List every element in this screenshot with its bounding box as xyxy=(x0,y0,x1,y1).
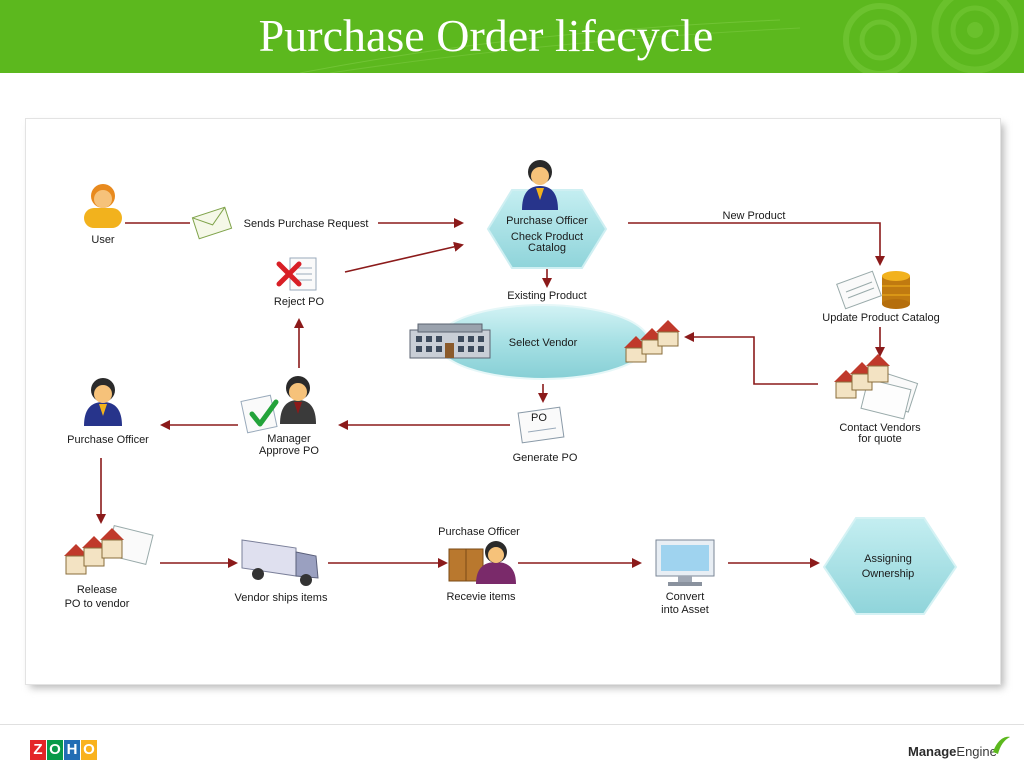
truck-icon xyxy=(241,539,319,586)
arrow-reject-to-officer xyxy=(344,241,464,273)
label-convert-line1: Convert xyxy=(666,591,705,603)
title-banner: Purchase Order lifecycle xyxy=(0,0,1024,73)
arrow-contact-to-vendor xyxy=(684,332,818,385)
receiving-officer-icon xyxy=(476,541,516,584)
label-manager-line2: Approve PO xyxy=(259,445,319,457)
label-assigning-line1: Assigning xyxy=(864,553,912,565)
brand-bold: Manage xyxy=(908,744,957,759)
label-existing-product: Existing Product xyxy=(507,290,586,302)
manageengine-swoosh-icon xyxy=(993,736,1010,754)
label-receive-items: Recevie items xyxy=(446,591,516,603)
label-assigning-line2: Ownership xyxy=(862,568,915,580)
label-check-catalog-line2: Catalog xyxy=(528,242,566,254)
label-reject-po: Reject PO xyxy=(274,296,325,308)
zoho-letter-o2: O xyxy=(81,740,97,760)
banner-decoration xyxy=(299,0,1019,73)
label-release-line2: PO to vendor xyxy=(65,598,130,610)
purchase-officer-left-icon xyxy=(84,378,122,426)
checkmark-icon xyxy=(249,399,279,427)
flow-arrows xyxy=(96,218,885,568)
reject-document-icon xyxy=(289,257,317,291)
contact-vendors-icon xyxy=(834,354,919,420)
zoho-logo: Z O H O xyxy=(30,740,97,762)
officer-hexagon xyxy=(486,189,608,269)
label-select-vendor: Select Vendor xyxy=(509,337,578,349)
po-document-label: PO xyxy=(531,412,547,424)
envelope-icon xyxy=(191,206,233,240)
zoho-letter-z: Z xyxy=(30,740,46,760)
footer-divider xyxy=(0,724,1024,725)
arrow-new-product xyxy=(628,222,885,266)
database-icon xyxy=(882,271,910,309)
label-sends-request: Sends Purchase Request xyxy=(244,218,369,230)
release-po-icon xyxy=(64,525,154,575)
brand-rest: Engine xyxy=(956,744,997,759)
zoho-letter-o1: O xyxy=(47,740,63,760)
assigning-hexagon xyxy=(822,517,958,615)
slide-title: Purchase Order lifecycle xyxy=(258,10,714,61)
label-user: User xyxy=(91,234,115,246)
monitor-icon xyxy=(655,539,715,586)
cross-icon xyxy=(276,261,302,287)
po-document-icon xyxy=(517,406,565,444)
label-manager-line1: Manager xyxy=(267,433,311,445)
label-convert-line2: into Asset xyxy=(661,604,709,616)
po-lifecycle-diagram: User Sends Purchase Request Purchase Off… xyxy=(64,160,958,616)
label-receive-officer: Purchase Officer xyxy=(438,526,520,538)
vendor-houses-icon xyxy=(624,320,680,363)
label-release-line1: Release xyxy=(77,584,117,596)
label-contact-vendors-line1: Contact Vendors xyxy=(839,422,921,434)
label-officer-title: Purchase Officer xyxy=(506,215,588,227)
manageengine-logo: ManageEngine xyxy=(908,744,997,759)
label-generate-po: Generate PO xyxy=(513,452,578,464)
zoho-letter-h: H xyxy=(64,740,80,760)
building-icon xyxy=(409,323,491,359)
user-icon xyxy=(84,184,122,228)
manager-icon xyxy=(280,376,316,424)
label-vendor-ships: Vendor ships items xyxy=(235,592,328,604)
approve-document-icon xyxy=(240,394,278,434)
label-purchase-officer-left: Purchase Officer xyxy=(67,434,149,446)
label-new-product: New Product xyxy=(723,210,786,222)
label-check-catalog-line1: Check Product xyxy=(511,231,583,243)
label-update-catalog: Update Product Catalog xyxy=(822,312,939,324)
catalog-document-icon xyxy=(836,270,882,310)
label-contact-vendors-line2: for quote xyxy=(858,433,901,445)
purchase-officer-icon xyxy=(522,160,558,210)
